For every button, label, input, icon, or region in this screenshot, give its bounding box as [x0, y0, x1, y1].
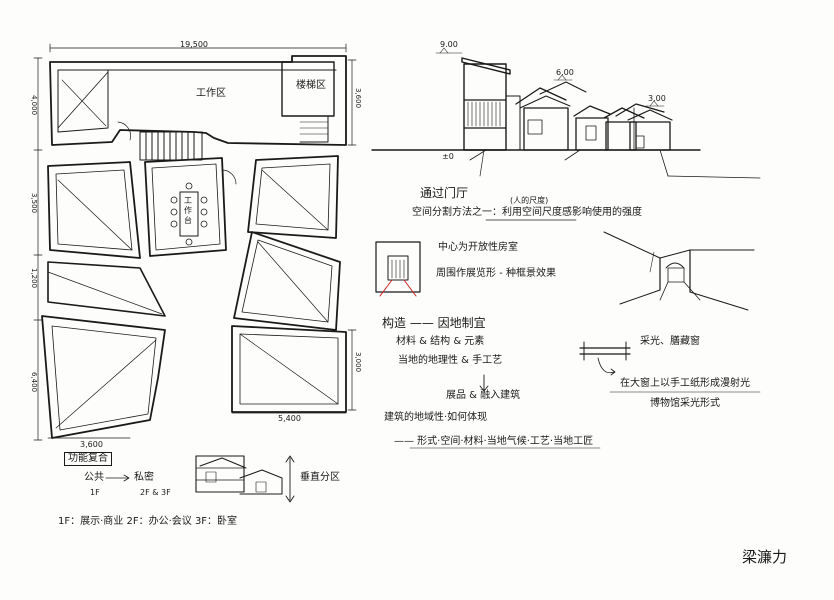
perspective-sketch: [603, 231, 755, 311]
label-stairs: 楼梯区: [296, 80, 326, 91]
note-construct-title: 构造 —— 因地制宜: [382, 316, 486, 330]
label-work-table: 工作台: [184, 196, 192, 225]
plan-dim-right-2: 3,000: [354, 352, 362, 373]
function-box-label: 功能复合: [64, 452, 112, 466]
plan-dim-bottom: 5,400: [278, 414, 301, 423]
level-mark-6: 6.00: [556, 68, 574, 77]
note-architecture-nature: 建筑的地域性·如何体现: [384, 412, 488, 423]
plan-dimension-lines: [33, 43, 357, 441]
label-floor-1: 1F: [90, 488, 100, 497]
level-mark-3: 3.00: [648, 94, 666, 103]
plan-dim-left-4: 6,400: [30, 372, 38, 393]
level-mark-0: ±0: [442, 152, 454, 161]
plan-right-middle: [233, 231, 341, 331]
note-open-room: 中心为开放性房室: [438, 242, 518, 253]
label-floor-23: 2F & 3F: [140, 488, 171, 497]
plan-wedge: [47, 261, 166, 317]
floor-plan: [33, 43, 357, 441]
plan-bottom-right: [231, 325, 347, 413]
plan-dim-left-2: 3,500: [30, 193, 38, 214]
plan-stair-stub: [139, 131, 203, 161]
note-space-division: 空间分割方法之一：利用空间尺度感影响使用的强度: [412, 207, 642, 218]
portal-sketch: [375, 241, 421, 297]
construct-arrow: [479, 374, 489, 392]
plan-right-volume: [247, 155, 339, 239]
plan-dim-bottom-left: 3,600: [80, 440, 103, 449]
plan-bottom-left: [41, 315, 166, 439]
floor-program-list: 1F：展示·商业 2F：办公·会议 3F：卧室: [58, 516, 238, 527]
plan-dim-left-3: 1,200: [30, 268, 38, 289]
note-result: 展品 & 融入建筑: [446, 390, 521, 401]
note-form-list: —— 形式·空间·材料·当地气候·工艺·当地工匠: [394, 436, 594, 447]
plan-dim-left-1: 4,000: [30, 95, 38, 116]
plan-dim-top: 19,500: [180, 40, 208, 49]
function-sketch: [105, 455, 295, 503]
label-private: 私密: [134, 472, 154, 483]
lighting-detail-sketch: [579, 341, 631, 376]
plan-left-volume: [47, 161, 141, 259]
note-lighting: 采光、膳藏窗: [640, 336, 700, 347]
label-vertical-zoning: 垂直分区: [300, 472, 340, 483]
note-passage: 通过门厅: [420, 186, 469, 200]
label-public: 公共: [84, 472, 104, 483]
section-level-markers: [435, 47, 665, 151]
note-materials: 材料 & 结构 & 元素: [396, 336, 485, 347]
plan-work-room: [144, 157, 237, 257]
note-museum-light: 博物馆采光形式: [650, 398, 720, 409]
label-workshop: 工作区: [196, 88, 226, 99]
note-local: 当地的地理性 & 手工艺: [398, 355, 503, 366]
plan-dim-right-1: 3,600: [354, 88, 362, 109]
plan-top-block: [49, 55, 347, 146]
level-mark-9: 9.00: [440, 40, 458, 49]
note-craft-light: 在大窗上以手工纸形成漫射光: [620, 378, 750, 389]
section-drawing: [371, 47, 761, 179]
author-signature: 梁濂力: [742, 548, 788, 566]
note-human-scale: (人的尺度): [510, 196, 549, 205]
note-surround: 周围作展览形 - 种框景效果: [436, 268, 556, 279]
